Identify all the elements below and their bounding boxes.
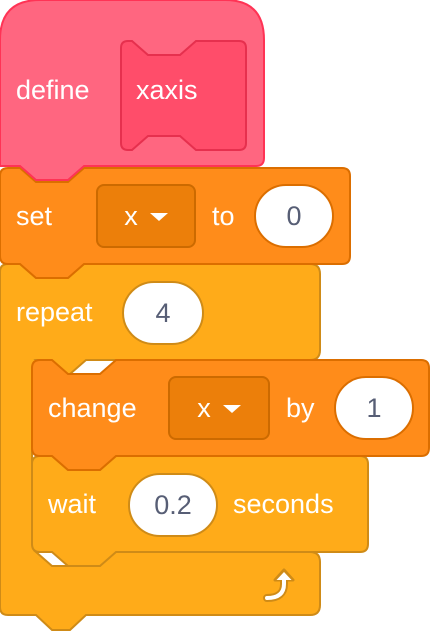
prototype-shape	[120, 40, 247, 151]
change-variable-name: x	[197, 392, 211, 423]
set-variable-name: x	[124, 200, 138, 231]
chevron-down-icon	[149, 213, 168, 221]
set-variable-dropdown[interactable]: x	[96, 184, 196, 248]
wait-keyword: wait	[48, 489, 97, 519]
change-by-label: by	[286, 393, 315, 423]
custom-block-prototype[interactable]: xaxis	[120, 40, 247, 151]
repeat-count-input[interactable]: 4	[122, 281, 204, 345]
wait-duration-input[interactable]: 0.2	[128, 473, 218, 537]
custom-block-name: xaxis	[136, 75, 198, 105]
loop-arrow-icon	[263, 568, 295, 602]
change-keyword: change	[48, 393, 137, 423]
chevron-down-icon	[222, 405, 241, 413]
wait-unit-label: seconds	[233, 489, 334, 519]
set-to-label: to	[212, 201, 235, 231]
repeat-keyword: repeat	[16, 297, 93, 327]
define-keyword: define	[16, 75, 90, 105]
set-keyword: set	[16, 201, 53, 231]
change-value-input[interactable]: 1	[334, 376, 414, 440]
change-variable-dropdown[interactable]: x	[168, 376, 270, 440]
set-value-input[interactable]: 0	[254, 184, 334, 248]
